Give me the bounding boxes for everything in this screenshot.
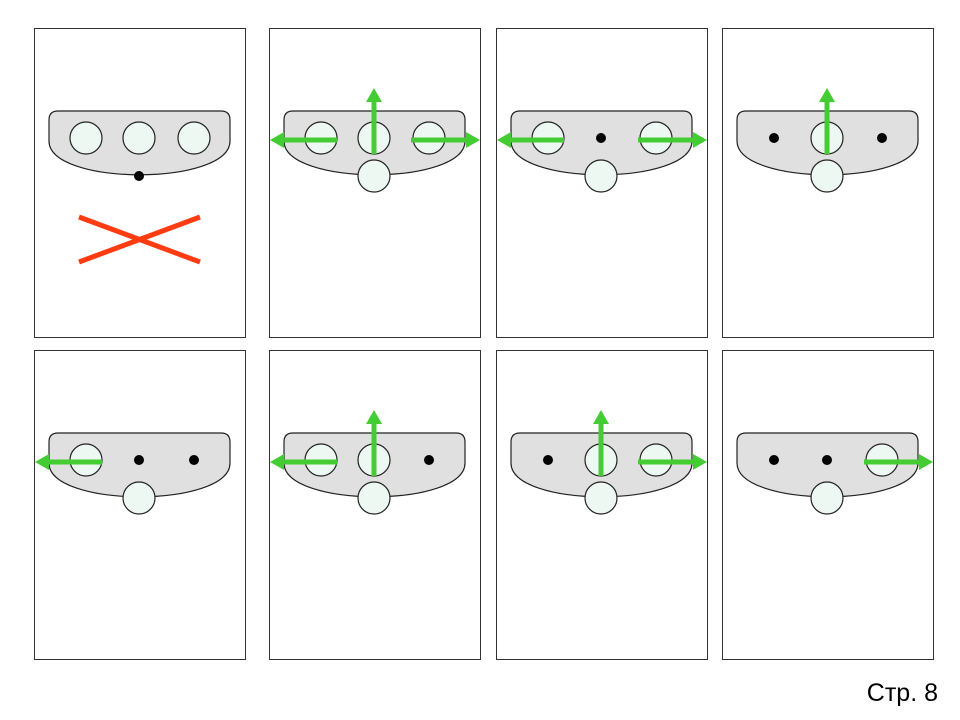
circle-icon [810,481,844,515]
green-arrow-icon [366,410,382,476]
circle-icon [584,481,618,515]
dot-icon [822,455,832,465]
circle-icon [69,121,103,155]
panel-frame [34,28,246,338]
diagram-panel-5 [34,350,246,660]
green-arrow-icon [497,132,564,148]
diagram-panel-4 [722,28,934,338]
circle-icon [357,481,391,515]
circle-icon [177,121,211,155]
diagram-panel-3 [496,28,708,338]
circle-icon [357,159,391,193]
circle-icon [122,121,156,155]
dot-icon [189,455,199,465]
green-arrow-icon [35,454,102,470]
dot-icon [543,455,553,465]
circle-icon [584,159,618,193]
green-arrow-icon [270,454,337,470]
circle-icon [122,481,156,515]
circle-icon [810,159,844,193]
dot-icon [134,171,144,181]
green-arrow-icon [864,454,933,470]
green-arrow-icon [638,454,707,470]
dot-icon [769,133,779,143]
dot-icon [596,133,606,143]
diagram-panel-8 [722,350,934,660]
diagram-panel-7 [496,350,708,660]
dot-icon [134,455,144,465]
green-arrow-icon [819,88,835,154]
page-label: Стр. 8 [866,679,938,707]
green-arrow-icon [593,410,609,476]
diagram-panel-1 [34,28,246,338]
diagram-panel-2 [269,28,481,338]
dot-icon [424,455,434,465]
red-cross-icon [78,214,201,265]
green-arrow-icon [270,132,337,148]
dot-icon [769,455,779,465]
dot-icon [877,133,887,143]
diagram-panel-6 [269,350,481,660]
green-arrow-icon [411,132,480,148]
green-arrow-icon [638,132,707,148]
green-arrow-icon [366,88,382,154]
